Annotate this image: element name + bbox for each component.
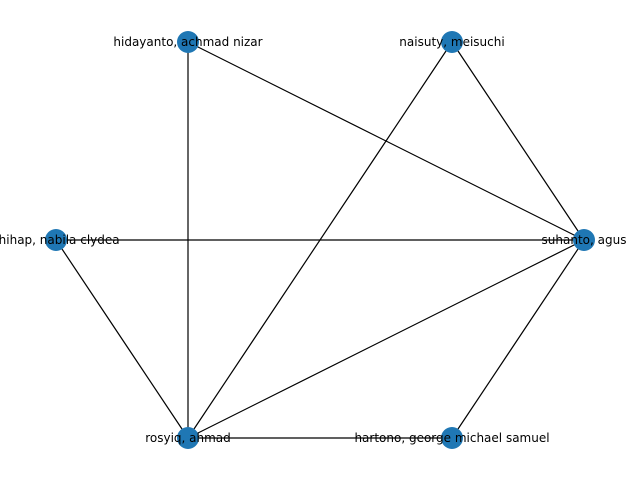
edge-suhanto-hartono	[451, 239, 585, 439]
edge-naisuty-suhanto	[451, 41, 585, 241]
node-label-suhanto: suhanto, agus	[542, 233, 627, 247]
edge-suhanto-rosyiq	[187, 239, 585, 439]
node-suhanto	[573, 229, 595, 251]
node-rosyiq	[177, 427, 199, 449]
edge-nabila-rosyiq	[55, 239, 189, 439]
node-nabila	[45, 229, 67, 251]
edge-layer	[55, 41, 585, 439]
node-layer	[45, 31, 595, 449]
node-label-rosyiq: rosyiq, ahmad	[145, 431, 231, 445]
node-label-nabila: shihap, nabila clydea	[0, 233, 120, 247]
node-label-hartono: hartono, george michael samuel	[354, 431, 549, 445]
label-layer: hidayanto, achmad nizar naisuty, meisuchi…	[0, 35, 626, 445]
node-label-hidayanto: hidayanto, achmad nizar	[113, 35, 262, 49]
node-label-naisuty: naisuty, meisuchi	[399, 35, 504, 49]
node-naisuty	[441, 31, 463, 53]
node-hartono	[441, 427, 463, 449]
node-hidayanto	[177, 31, 199, 53]
